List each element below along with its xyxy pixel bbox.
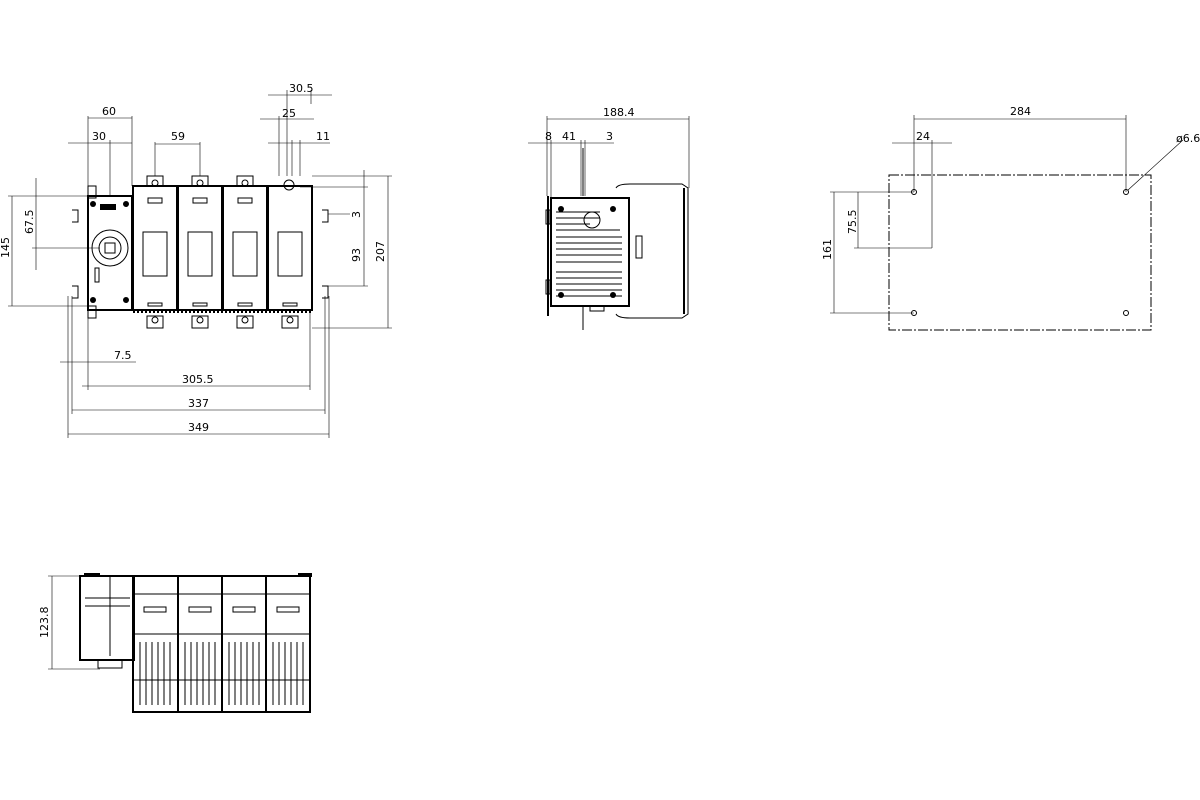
mounting-outline — [888, 174, 1152, 331]
svg-text:8: 8 — [545, 130, 552, 143]
front-dims-right: 3 93 207 — [300, 170, 392, 329]
svg-text:3: 3 — [606, 130, 613, 143]
mounting-view: 284 24 75.5 161 ø6.6 — [821, 105, 1200, 331]
side-dims: 188.4 8 41 3 — [528, 106, 690, 198]
svg-text:123.8: 123.8 — [38, 607, 51, 639]
svg-text:75.5: 75.5 — [846, 210, 859, 235]
svg-text:284: 284 — [1010, 105, 1031, 118]
svg-text:11: 11 — [316, 130, 330, 143]
top-view-poles — [132, 575, 311, 713]
mounting-hole — [1123, 310, 1129, 316]
svg-text:93: 93 — [350, 248, 363, 262]
svg-text:337: 337 — [188, 397, 209, 410]
top-view: 123.8 — [38, 573, 312, 713]
svg-text:145: 145 — [0, 237, 12, 258]
svg-text:41: 41 — [562, 130, 576, 143]
mounting-dims: 284 24 75.5 161 ø6.6 — [821, 105, 1200, 314]
svg-text:67.5: 67.5 — [23, 210, 36, 235]
front-dims-top: 60 30 59 30.5 25 11 — [68, 82, 332, 196]
pole-modules — [132, 175, 313, 329]
svg-text:305.5: 305.5 — [182, 373, 214, 386]
front-dims-left: 145 67.5 — [0, 178, 100, 307]
svg-text:25: 25 — [282, 107, 296, 120]
svg-text:349: 349 — [188, 421, 209, 434]
top-view-dims: 123.8 — [38, 575, 100, 670]
svg-text:161: 161 — [821, 239, 834, 260]
svg-text:ø6.6: ø6.6 — [1176, 132, 1200, 145]
svg-text:59: 59 — [171, 130, 185, 143]
svg-text:24: 24 — [916, 130, 930, 143]
front-view: 60 30 59 30.5 25 11 145 — [0, 82, 392, 438]
svg-text:207: 207 — [374, 241, 387, 262]
svg-text:3: 3 — [350, 211, 363, 218]
side-view: 188.4 8 41 3 — [528, 106, 690, 330]
svg-text:188.4: 188.4 — [603, 106, 635, 119]
svg-text:7.5: 7.5 — [114, 349, 132, 362]
svg-text:60: 60 — [102, 105, 116, 118]
front-dims-bottom: 7.5 305.5 337 349 — [60, 296, 330, 438]
svg-text:30: 30 — [92, 130, 106, 143]
svg-text:30.5: 30.5 — [289, 82, 314, 95]
